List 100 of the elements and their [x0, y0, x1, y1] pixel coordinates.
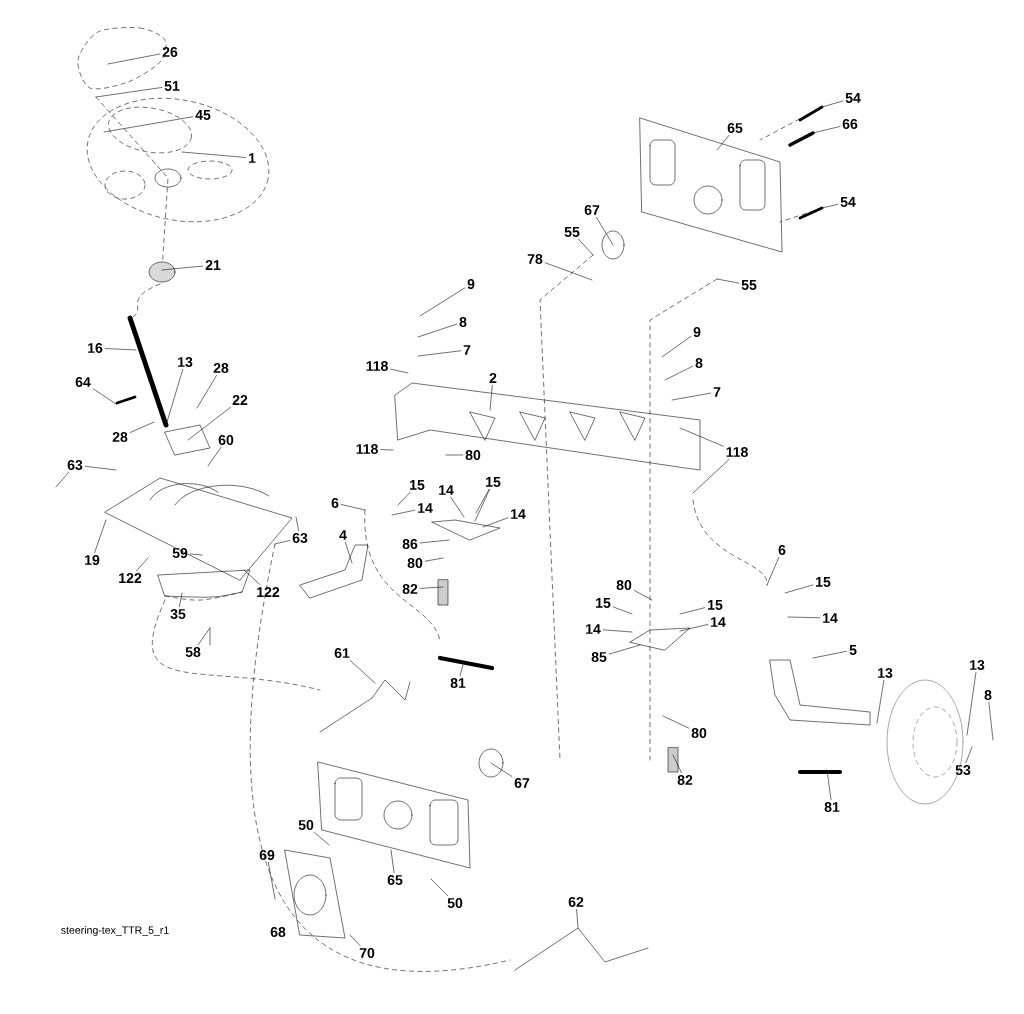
callout-number: 28 — [112, 432, 128, 442]
callout-number: 122 — [257, 587, 280, 597]
callout-number: 70 — [359, 948, 375, 958]
leader-line — [602, 629, 633, 633]
leader-line — [196, 375, 217, 409]
leader-line — [274, 540, 291, 545]
leader-line — [612, 606, 633, 615]
callout-number: 78 — [527, 254, 543, 264]
callout-number: 81 — [824, 802, 840, 812]
leader-line — [490, 762, 513, 777]
leader-line — [784, 584, 814, 594]
callout-number: 67 — [514, 778, 530, 788]
callout-number: 62 — [568, 897, 584, 907]
callout-number: 6 — [331, 498, 339, 508]
callout-number: 13 — [178, 357, 193, 367]
callout-number: 69 — [259, 850, 275, 860]
callout-number: 21 — [205, 260, 221, 270]
callout-number: 14 — [586, 624, 601, 634]
leader-line — [390, 368, 409, 374]
callout-number: 28 — [213, 363, 229, 373]
callout-number: 4 — [339, 530, 347, 540]
callout-number: 64 — [75, 377, 91, 387]
leader-line — [576, 909, 579, 929]
leader-line — [662, 715, 690, 729]
leader-line — [445, 454, 464, 456]
leader-line — [417, 323, 457, 338]
leader-line — [129, 421, 155, 433]
callout-number: 63 — [67, 460, 83, 470]
leader-line — [55, 472, 69, 488]
callout-number: 54 — [840, 197, 856, 207]
leader-line — [341, 504, 366, 511]
callout-number: 60 — [218, 435, 234, 445]
callout-number: 122 — [119, 573, 142, 583]
callout-number: 118 — [356, 444, 378, 454]
leader-line — [314, 832, 330, 846]
callout-number: 14 — [439, 485, 454, 495]
callout-number: 65 — [727, 123, 743, 133]
leader-line — [189, 553, 203, 556]
callout-number: 8 — [984, 690, 992, 700]
callout-number: 22 — [232, 395, 248, 405]
leader-line — [876, 680, 885, 724]
callout-number: 7 — [713, 387, 721, 397]
callout-number: 63 — [292, 533, 308, 543]
leader-line — [349, 660, 376, 684]
leader-line — [716, 135, 730, 151]
callout-number: 15 — [708, 600, 723, 610]
leader-line — [812, 126, 841, 134]
callout-number: 51 — [164, 81, 180, 91]
callout-number: 86 — [402, 539, 418, 549]
callout-number: 80 — [465, 450, 481, 460]
leader-line — [679, 607, 706, 615]
leader-line — [716, 278, 740, 284]
leader-line — [104, 348, 137, 351]
leader-line — [475, 489, 490, 514]
callout-number: 58 — [185, 647, 201, 657]
leader-line — [826, 769, 832, 800]
callout-number: 66 — [842, 119, 858, 129]
callout-number: 15 — [410, 480, 425, 490]
callout-number: 8 — [695, 358, 703, 368]
callout-number: 9 — [693, 327, 701, 337]
leader-line — [661, 336, 691, 358]
leader-line — [821, 204, 839, 209]
callout-number: 45 — [195, 110, 211, 120]
callout-number: 9 — [467, 279, 475, 289]
callout-number: 1 — [249, 153, 256, 163]
leader-line — [181, 151, 246, 158]
leader-line — [679, 427, 724, 447]
callout-number: 14 — [823, 613, 838, 623]
leader-line — [94, 519, 107, 553]
callout-number: 53 — [955, 765, 971, 775]
leader-line — [103, 116, 194, 133]
leader-line — [84, 465, 117, 471]
callout-number: 16 — [88, 343, 103, 353]
leader-line — [380, 449, 394, 451]
leader-line — [489, 385, 493, 411]
leader-line — [187, 407, 231, 441]
callout-number: 2 — [489, 373, 497, 383]
leader-line — [988, 702, 994, 741]
callout-number: 80 — [616, 580, 632, 590]
leader-line — [692, 459, 730, 494]
callout-number: 54 — [845, 93, 861, 103]
leader-line — [179, 592, 183, 607]
callout-number: 67 — [584, 205, 600, 215]
leader-line — [197, 627, 211, 645]
leader-line — [419, 586, 444, 589]
callout-number: 14 — [511, 509, 526, 519]
leader-line — [821, 100, 844, 108]
leader-line — [608, 644, 641, 655]
callout-number: 81 — [450, 678, 466, 688]
leader-line — [391, 509, 416, 516]
callout-number: 80 — [691, 728, 707, 738]
leader-line — [679, 624, 709, 632]
leader-line — [390, 849, 395, 873]
leader-line — [136, 557, 149, 571]
leader-line — [397, 492, 411, 506]
leader-line — [633, 590, 653, 601]
leader-line — [166, 369, 184, 423]
leader-line — [107, 53, 161, 65]
leader-line — [474, 489, 490, 522]
callout-number: 26 — [162, 47, 178, 57]
